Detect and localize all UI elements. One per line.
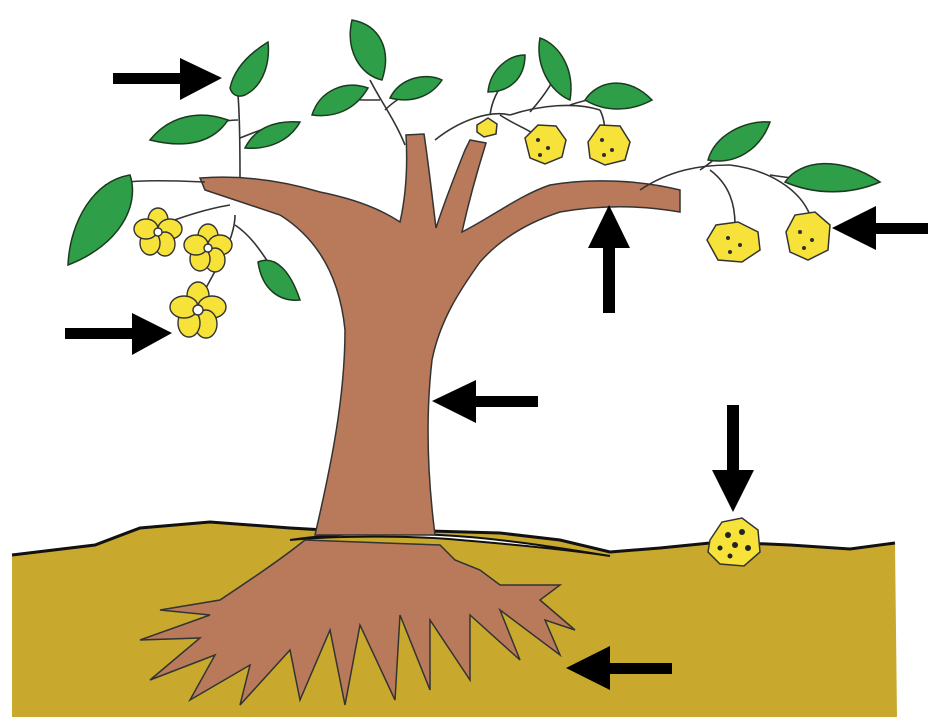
arrow-left-icon	[832, 206, 928, 250]
leaf	[585, 83, 652, 109]
leaf	[150, 115, 228, 144]
leaf	[708, 122, 770, 161]
flower	[184, 224, 232, 272]
leaf	[539, 38, 571, 100]
leaf	[390, 77, 442, 100]
fruit	[786, 212, 830, 260]
fruit	[707, 222, 760, 262]
flower	[134, 208, 182, 256]
arrow-right-icon	[65, 313, 172, 355]
leaf	[258, 260, 300, 300]
flower	[170, 282, 226, 338]
fruit	[477, 118, 497, 137]
leaf	[230, 42, 268, 96]
seed	[708, 518, 760, 566]
trunk	[200, 134, 680, 535]
leaf	[68, 175, 132, 265]
fruit	[525, 125, 566, 164]
fruit	[588, 125, 630, 165]
arrow-right-icon	[113, 58, 222, 100]
leaf	[245, 122, 300, 149]
leaf	[312, 85, 368, 115]
arrow-up-icon	[588, 205, 630, 313]
arrow-left-icon	[432, 380, 538, 423]
leaf	[350, 20, 385, 80]
arrow-down-icon	[712, 405, 754, 512]
leaf	[488, 55, 525, 92]
leaf	[785, 164, 880, 192]
flowers	[134, 208, 232, 338]
